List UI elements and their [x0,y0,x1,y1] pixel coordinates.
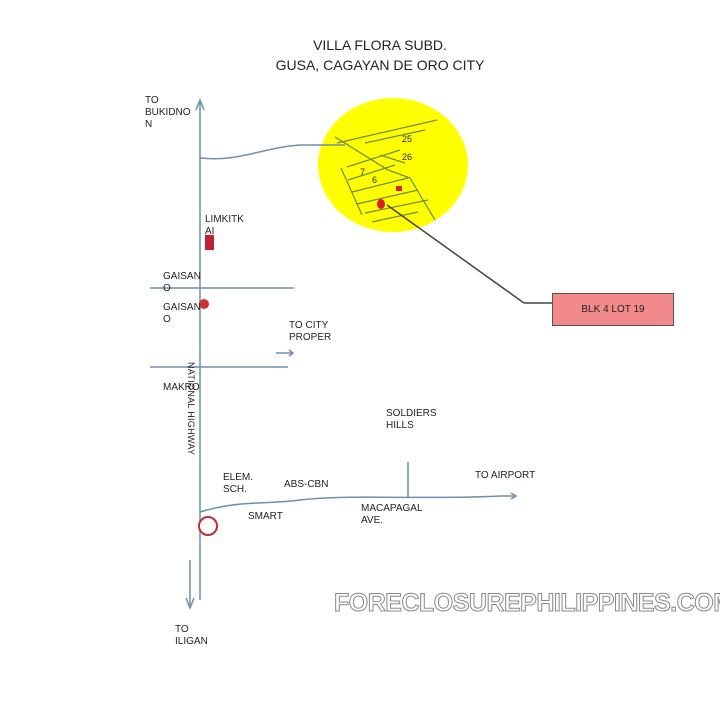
subdivision-highlight [318,98,468,232]
label-smart: SMART [248,511,283,522]
arrow-down [185,597,195,611]
callout-pointer [386,204,525,304]
label-makro: MAKRO [163,382,200,393]
label-elem-sch: ELEM.SCH. [223,472,254,495]
subdivision-streets [334,119,438,223]
lot-marker [396,186,402,191]
block-6: 6 [372,175,378,185]
map-title-line2: GUSA, CAGAYAN DE ORO CITY [275,57,485,73]
block-26: 26 [402,152,413,162]
map-title-line1: VILLA FLORA SUBD. [313,37,447,53]
limkitkai-icon [205,235,214,250]
watermark: FORECLOSUREPHILIPPINES.COM [334,589,720,618]
block-7: 7 [360,167,366,177]
road-to-subdivision [199,144,345,160]
label-abs-cbn: ABS-CBN [284,479,329,490]
gaisano-icon [199,299,209,309]
callout-lot-label: BLK 4 LOT 19 [552,293,674,326]
label-national-highway: NATIONAL HIGHWAY [186,362,196,456]
macapagal-road [199,495,515,513]
block-25: 25 [402,134,413,144]
arrow-up [195,97,205,111]
jollibee-icon [198,516,218,536]
label-to-airport: TO AIRPORT [475,470,536,481]
property-marker[interactable] [377,199,385,209]
